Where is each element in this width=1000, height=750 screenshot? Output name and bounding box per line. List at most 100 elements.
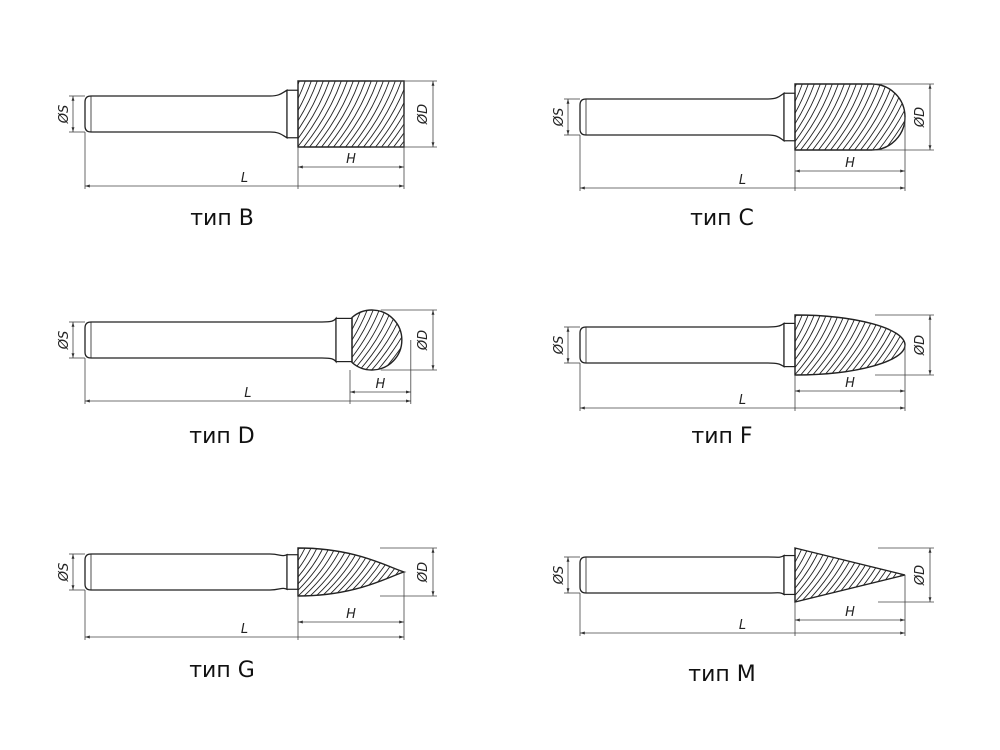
shank [84, 316, 337, 364]
shank-diameter-label: ØS [57, 563, 72, 582]
head-diameter-label: ØD [913, 565, 928, 586]
flute-line [367, 81, 404, 147]
total-length-label: L [244, 386, 251, 401]
flute-line [319, 81, 361, 147]
flute-line [798, 315, 840, 375]
shank-diameter-label: ØS [57, 331, 72, 350]
flute-line [795, 84, 810, 150]
head-diameter-label: ØD [416, 562, 431, 583]
flute-line [298, 81, 319, 147]
caption-type-m: тип M [688, 662, 756, 687]
flute-line [436, 308, 476, 372]
flute-line [810, 84, 852, 150]
flute-line [298, 548, 307, 596]
flute-line [931, 313, 971, 377]
flute-line [349, 81, 391, 147]
flute-line [795, 84, 804, 150]
head-length-label: H [346, 152, 356, 167]
flute-line [931, 546, 971, 604]
total-length-label: L [739, 618, 746, 633]
flute-line [298, 81, 313, 147]
flute-line [343, 81, 385, 147]
shank [579, 322, 785, 368]
flute-line [301, 81, 343, 147]
flute-line [834, 84, 876, 150]
head-diameter-label: ØD [913, 335, 928, 356]
head-length-label: H [376, 377, 386, 392]
flute-line [352, 310, 375, 370]
flute-line [870, 84, 905, 150]
flute-line [795, 315, 804, 375]
burr-type-m: ØS ØD H L [552, 546, 971, 636]
shank [579, 554, 785, 596]
collar [335, 317, 353, 363]
flute-line [373, 81, 404, 147]
total-length-label: L [241, 622, 248, 637]
flute-line [876, 84, 905, 150]
flute-line [352, 310, 363, 370]
collar [783, 322, 796, 368]
head-length-label: H [346, 607, 356, 622]
collar [783, 92, 796, 142]
collar [286, 554, 299, 590]
shank [84, 89, 288, 139]
collar [286, 89, 299, 139]
head-length-label: H [845, 376, 855, 391]
flute-line [846, 84, 888, 150]
flute-line [298, 548, 331, 596]
flute-line [369, 310, 402, 370]
flute-line [822, 84, 864, 150]
burr-type-f: ØS ØD H L [552, 313, 971, 411]
burr-type-g: ØS ØD H L [57, 546, 468, 640]
head-length-label: H [845, 156, 855, 171]
head-length-label: H [845, 605, 855, 620]
flute-line [313, 81, 355, 147]
shank-diameter-label: ØS [552, 336, 567, 355]
flute-line [298, 81, 337, 147]
flute-line [337, 81, 379, 147]
flute-line [298, 548, 319, 596]
caption-type-f: тип F [691, 424, 753, 449]
flute-line [795, 84, 816, 150]
shank [84, 553, 288, 591]
head-diameter-label: ØD [913, 107, 928, 128]
flute-line [298, 548, 325, 596]
shank-diameter-label: ØS [552, 566, 567, 585]
caption-type-g: тип G [189, 658, 255, 683]
flute-line [795, 84, 828, 150]
flute-line [361, 81, 403, 147]
total-length-label: L [739, 393, 746, 408]
flute-line [298, 81, 307, 147]
flute-line [795, 315, 810, 375]
flute-line [795, 315, 834, 375]
flute-line [931, 82, 971, 152]
flute-line [795, 315, 822, 375]
flute-line [804, 315, 846, 375]
flute-line [379, 81, 404, 147]
flute-line [428, 79, 468, 149]
flute-line [795, 548, 804, 602]
flute-line [355, 81, 397, 147]
cutting-head [794, 547, 906, 603]
flute-line [804, 84, 846, 150]
flute-line [352, 310, 381, 370]
caption-type-b: тип B [190, 206, 254, 231]
flute-line [428, 546, 468, 598]
flute-line [430, 308, 470, 372]
flute-line [795, 84, 834, 150]
shank [579, 92, 785, 142]
flute-line [352, 310, 387, 370]
flute-line [925, 546, 965, 604]
flute-line [325, 81, 367, 147]
flute-line [798, 84, 840, 150]
shank-diameter-label: ØS [57, 105, 72, 124]
flute-line [298, 81, 331, 147]
flute-line [795, 84, 822, 150]
total-length-label: L [241, 171, 248, 186]
flute-line [828, 84, 870, 150]
caption-type-c: тип C [690, 206, 754, 231]
